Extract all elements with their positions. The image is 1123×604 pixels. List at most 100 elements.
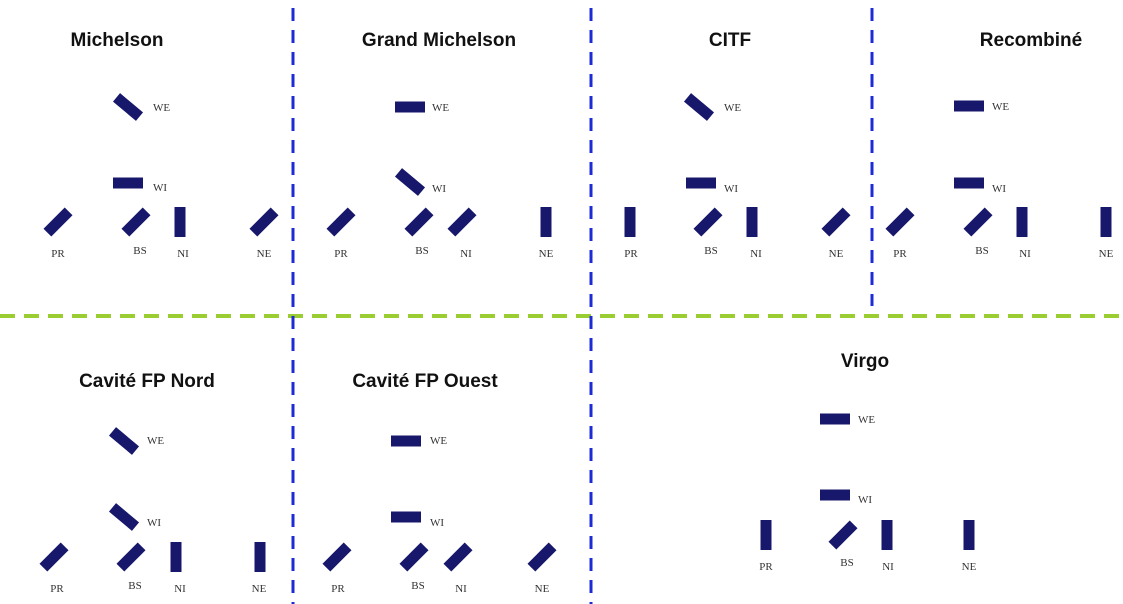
- mirror-wi-label: WI: [430, 517, 444, 529]
- mirror-we-label: WE: [724, 102, 741, 114]
- mirror-pr: PR: [326, 207, 356, 260]
- mirror-we: WE: [820, 413, 875, 426]
- mirror-ni: NI: [447, 207, 477, 260]
- mirror-wi-label: WI: [153, 182, 167, 194]
- mirror-bs-shape: [116, 542, 146, 572]
- mirror-bs-shape: [404, 207, 434, 237]
- mirror-bs-label: BS: [415, 245, 428, 257]
- mirror-bs: BS: [404, 207, 434, 257]
- mirror-pr-label: PR: [893, 248, 907, 260]
- mirror-ne: NE: [539, 207, 554, 260]
- mirror-wi: WI: [113, 177, 167, 194]
- mirror-wi-shape: [113, 177, 143, 189]
- mirror-bs: BS: [828, 520, 858, 569]
- mirror-wi-label: WI: [992, 183, 1006, 195]
- mirror-ni: NI: [881, 520, 894, 573]
- mirror-ne: NE: [252, 542, 267, 595]
- mirror-wi: WI: [108, 503, 161, 531]
- mirror-ni-label: NI: [460, 248, 472, 260]
- mirror-we-label: WE: [147, 435, 164, 447]
- mirror-ni-label: NI: [1019, 248, 1031, 260]
- mirror-we-shape: [112, 93, 144, 121]
- mirror-pr: PR: [759, 520, 773, 573]
- mirror-ne-label: NE: [962, 561, 977, 573]
- mirror-pr-shape: [322, 542, 352, 572]
- panel-title: Cavité FP Ouest: [352, 371, 498, 392]
- mirror-wi: WI: [954, 177, 1006, 195]
- mirror-we: WE: [112, 93, 170, 121]
- mirror-we-label: WE: [432, 102, 449, 114]
- panel-title: Virgo: [841, 351, 889, 372]
- mirror-bs-label: BS: [975, 245, 988, 257]
- mirror-ni: NI: [170, 542, 186, 595]
- mirror-wi: WI: [686, 177, 738, 195]
- mirror-wi-shape: [394, 168, 426, 196]
- mirror-pr-label: PR: [50, 583, 64, 595]
- panel-title: Michelson: [71, 30, 164, 51]
- mirror-we-label: WE: [153, 102, 170, 114]
- mirror-we-shape: [820, 413, 850, 425]
- mirror-bs: BS: [693, 207, 723, 257]
- mirror-ni-shape: [443, 542, 473, 572]
- mirror-we: WE: [391, 435, 447, 447]
- mirror-we: WE: [683, 93, 741, 121]
- mirror-bs: BS: [121, 207, 151, 257]
- mirror-pr: PR: [322, 542, 352, 595]
- mirror-bs-shape: [828, 520, 858, 550]
- mirror-pr: PR: [624, 207, 638, 260]
- mirror-we: WE: [954, 100, 1009, 113]
- mirror-ne: NE: [249, 207, 279, 260]
- mirror-ne-shape: [540, 207, 552, 237]
- mirror-we-shape: [108, 427, 140, 455]
- mirror-pr-label: PR: [334, 248, 348, 260]
- panel-title: CITF: [709, 30, 751, 51]
- panel-title: Grand Michelson: [362, 30, 516, 51]
- mirror-pr-shape: [39, 542, 69, 572]
- mirror-bs-shape: [963, 207, 993, 237]
- mirror-ni-label: NI: [882, 561, 894, 573]
- panel-title: Recombiné: [980, 30, 1082, 51]
- mirror-ne: NE: [527, 542, 557, 595]
- panel-title: Cavité FP Nord: [79, 371, 215, 392]
- mirror-ni: NI: [1016, 207, 1031, 260]
- mirror-ne: NE: [821, 207, 851, 260]
- mirror-pr-label: PR: [624, 248, 638, 260]
- mirror-pr-label: PR: [51, 248, 65, 260]
- mirror-ni: NI: [443, 542, 473, 595]
- mirror-pr: PR: [43, 207, 73, 260]
- mirror-ne: NE: [1099, 207, 1114, 260]
- mirror-ne-label: NE: [535, 583, 550, 595]
- mirror-ne-label: NE: [829, 248, 844, 260]
- mirror-ni-shape: [174, 207, 186, 237]
- mirror-we-label: WE: [992, 101, 1009, 113]
- mirror-ni-label: NI: [750, 248, 762, 260]
- mirror-ne-shape: [821, 207, 851, 237]
- mirror-ni-label: NI: [177, 248, 189, 260]
- mirror-pr-label: PR: [759, 561, 773, 573]
- mirror-bs-label: BS: [840, 557, 853, 569]
- mirror-bs-shape: [693, 207, 723, 237]
- mirror-bs: BS: [116, 542, 146, 592]
- mirror-ne-shape: [963, 520, 975, 550]
- mirror-ne-shape: [249, 207, 279, 237]
- mirror-bs-shape: [399, 542, 429, 572]
- panel-citf: CITF WE WI PR BS NI NE: [624, 30, 851, 260]
- mirror-wi-shape: [391, 511, 421, 523]
- mirror-wi: WI: [391, 511, 444, 529]
- mirror-we: WE: [108, 427, 164, 455]
- mirror-pr-shape: [43, 207, 73, 237]
- mirror-ne-label: NE: [252, 583, 267, 595]
- mirror-wi: WI: [820, 489, 872, 506]
- mirror-bs-shape: [121, 207, 151, 237]
- mirror-ni-label: NI: [174, 583, 186, 595]
- mirror-wi-shape: [820, 489, 850, 501]
- mirror-we-label: WE: [858, 414, 875, 426]
- mirror-we-shape: [391, 435, 421, 447]
- mirror-bs-label: BS: [128, 580, 141, 592]
